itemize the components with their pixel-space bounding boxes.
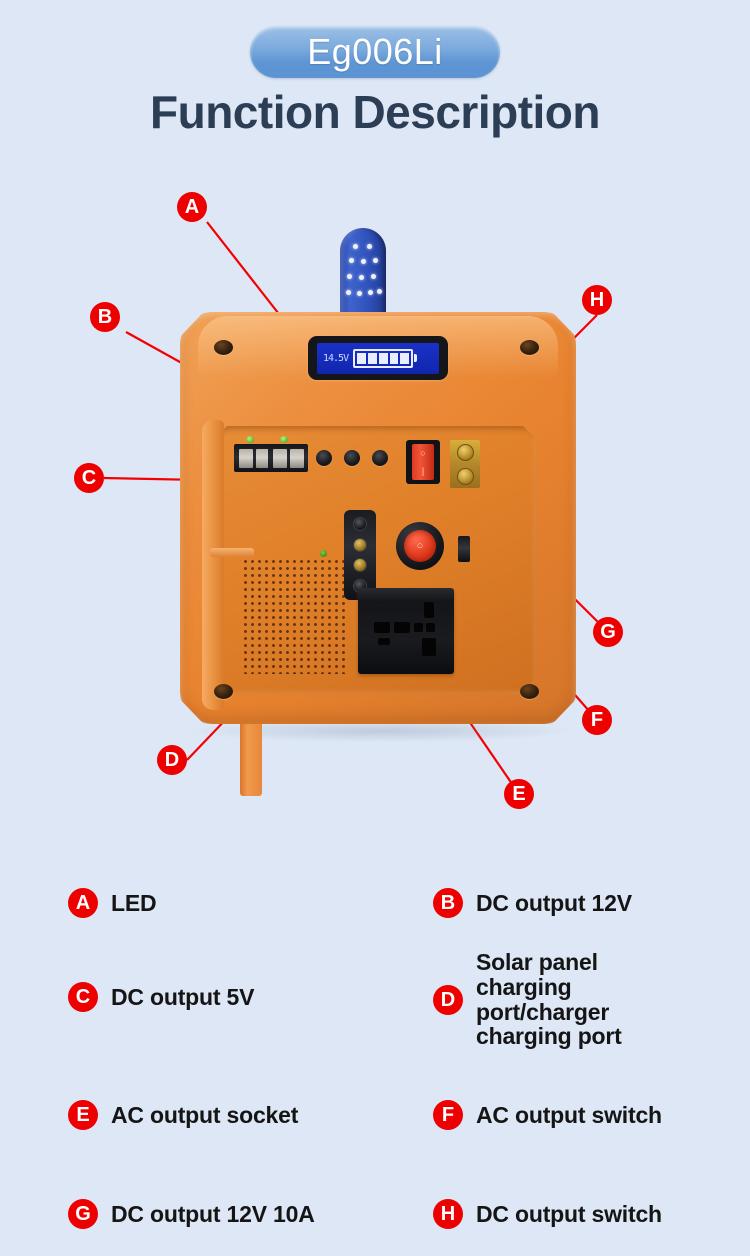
charging-port-1 — [353, 517, 367, 532]
terminal-post-top — [456, 443, 474, 461]
callout-marker-b[interactable]: B — [90, 302, 120, 332]
callout-marker-f[interactable]: F — [582, 705, 612, 735]
led-lamp-icon — [340, 228, 386, 320]
legend-label-b: DC output 12V — [476, 889, 632, 916]
terminal-post-bottom — [456, 467, 474, 485]
legend-label-e: AC output socket — [111, 1101, 299, 1128]
pilot-led-icon — [320, 550, 327, 557]
model-badge-label: Eg006Li — [307, 31, 443, 72]
legend-badge-d: D — [433, 984, 463, 1015]
ac-switch-face: ○ — [404, 530, 436, 562]
ac-output-socket[interactable] — [358, 588, 454, 674]
side-grip-rib — [202, 420, 224, 710]
lcd-display: 14.5V — [308, 336, 448, 380]
dc-switch-face: ○| — [412, 444, 434, 480]
legend-label-d: Solar panel charging port/charger chargi… — [476, 949, 622, 1050]
grip-slot — [210, 548, 254, 557]
legend-badge-f: F — [433, 1100, 463, 1130]
screw-top-right — [520, 340, 539, 355]
dc-terminal-block[interactable] — [450, 440, 480, 488]
legend-item-g: G DC output 12V 10A — [68, 1199, 315, 1229]
screw-bottom-right — [520, 684, 539, 699]
legend-label-a: LED — [111, 889, 157, 916]
callout-marker-e[interactable]: E — [504, 779, 534, 809]
legend-label-c: DC output 5V — [111, 983, 255, 1010]
callout-marker-g[interactable]: G — [593, 617, 623, 647]
lcd-screen: 14.5V — [317, 342, 439, 374]
dc-output-jack-3[interactable] — [372, 450, 388, 466]
mini-toggle-switch[interactable] — [458, 536, 470, 562]
callout-marker-c[interactable]: C — [74, 463, 104, 493]
legend-badge-b: B — [433, 888, 463, 918]
legend-badge-e: E — [68, 1100, 98, 1130]
legend-label-f: AC output switch — [476, 1101, 662, 1128]
product-illustration: 14.5V — [168, 228, 588, 796]
legend-item-a: A LED — [68, 888, 157, 918]
legend-badge-a: A — [68, 888, 98, 918]
dc-output-jack-2[interactable] — [344, 450, 360, 466]
lcd-voltage-reading: 14.5V — [323, 352, 349, 364]
product-diagram: 14.5V — [0, 160, 750, 860]
callout-marker-h[interactable]: H — [582, 285, 612, 315]
screw-bottom-left — [214, 684, 233, 699]
legend-panel: A LED B DC output 12V C DC output 5V D S… — [0, 860, 750, 1256]
legend-item-b: B DC output 12V — [433, 888, 632, 918]
battery-level-icon — [353, 348, 418, 368]
legend-label-g: DC output 12V 10A — [111, 1200, 315, 1227]
usb-port-block-2[interactable] — [268, 444, 308, 472]
legend-badge-h: H — [433, 1199, 463, 1229]
legend-item-e: E AC output socket — [68, 1100, 298, 1130]
callout-marker-a[interactable]: A — [177, 192, 207, 222]
callout-marker-d[interactable]: D — [157, 745, 187, 775]
ac-output-switch[interactable]: ○ — [396, 522, 444, 570]
legend-item-d: D Solar panel charging port/charger char… — [433, 950, 661, 1049]
usb-led-right — [280, 436, 288, 443]
legend-badge-g: G — [68, 1199, 98, 1229]
dc-output-switch[interactable]: ○| — [406, 440, 440, 484]
legend-item-c: C DC output 5V — [68, 982, 254, 1012]
legend-item-f: F AC output switch — [433, 1100, 662, 1130]
legend-badge-c: C — [68, 982, 98, 1012]
usb-led-left — [246, 436, 254, 443]
legend-label-h: DC output switch — [476, 1200, 662, 1227]
screw-top-left — [214, 340, 233, 355]
dc-output-jack-1[interactable] — [316, 450, 332, 466]
legend-item-h: H DC output switch — [433, 1199, 662, 1229]
speaker-grille — [242, 558, 348, 674]
charging-port-2 — [353, 537, 367, 552]
charging-port-strip[interactable] — [344, 510, 376, 600]
model-badge: Eg006Li — [250, 26, 500, 78]
page-title: Function Description — [150, 86, 601, 138]
page-header: Eg006Li Function Description — [0, 0, 750, 160]
charging-port-3 — [353, 558, 367, 573]
